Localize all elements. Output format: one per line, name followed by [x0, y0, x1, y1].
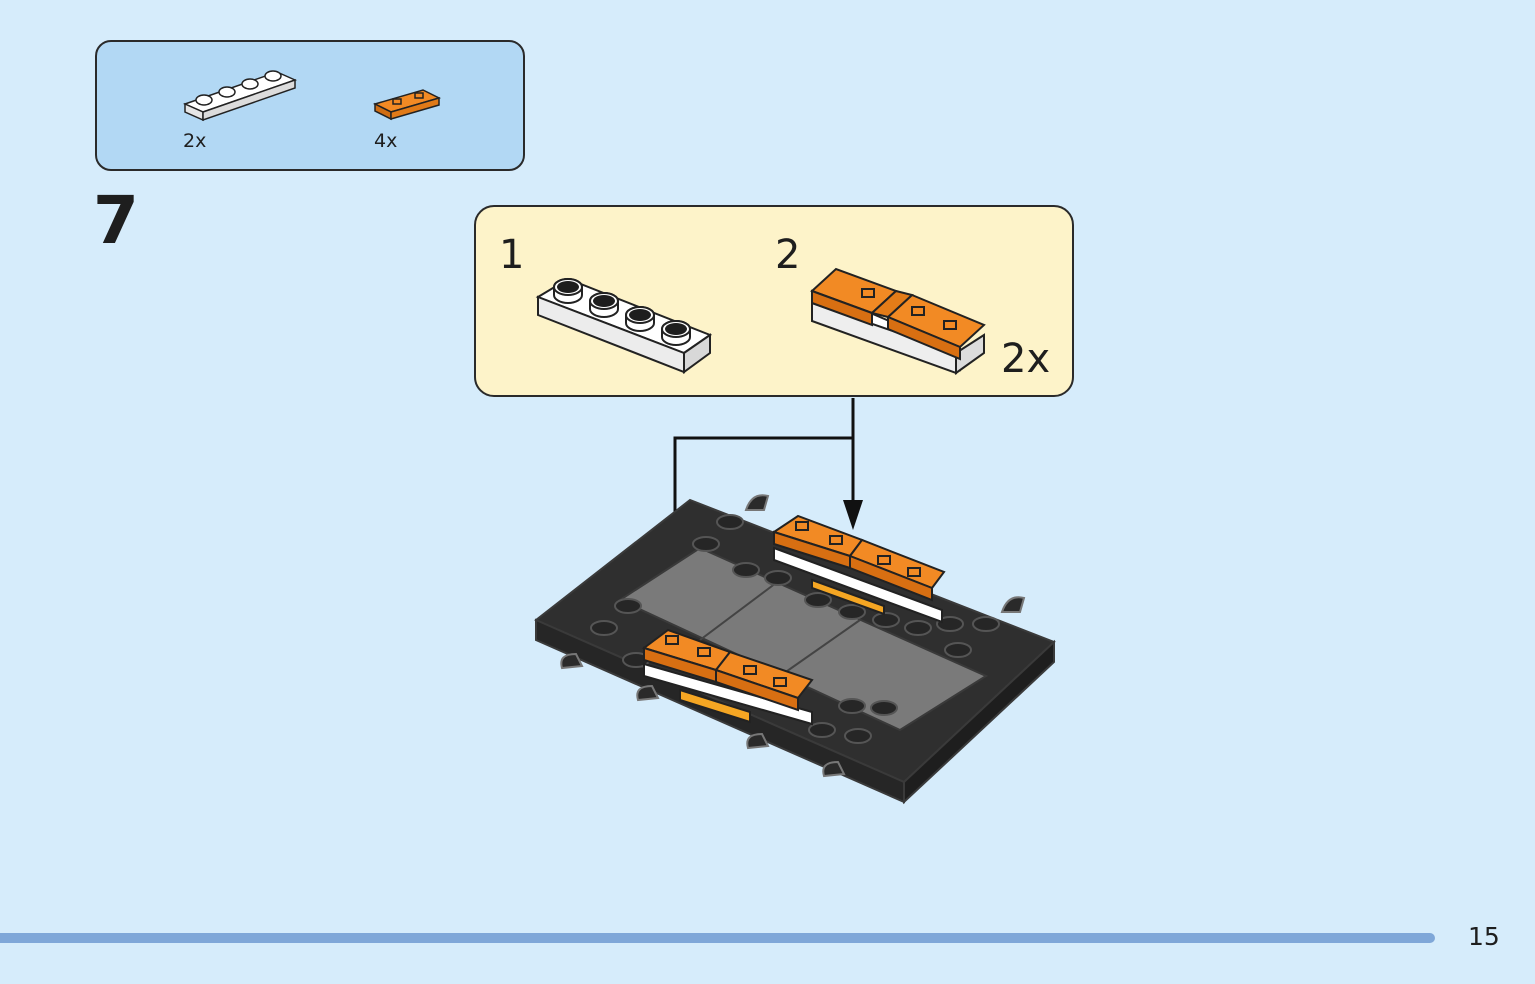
vehicle-base-assembly	[534, 494, 1056, 805]
sub-step-1-label: 1	[499, 232, 525, 278]
sub-assembly-illustration	[535, 267, 986, 375]
sub-assembly-multiplier: 2x	[1001, 336, 1051, 382]
sub-step-2-label: 2	[775, 232, 801, 278]
page-number: 15	[1468, 922, 1500, 951]
arrow-heads	[665, 500, 863, 618]
step-number: 7	[93, 182, 139, 259]
upper-orange-tile-assembly	[771, 514, 946, 624]
parts-illustration	[182, 70, 442, 122]
assembly-arrows	[673, 398, 855, 595]
orange-1x2-tile-icon	[372, 89, 442, 121]
sub-assembly-box: 1 2 2x	[474, 205, 1074, 397]
part-quantity-tile: 4x	[374, 130, 398, 152]
lower-orange-tile-assembly	[641, 628, 814, 726]
white-plate-icon	[535, 277, 713, 374]
orange-tiles-icon	[810, 267, 986, 375]
footer-progress-bar	[0, 933, 1435, 943]
part-quantity-plate: 2x	[183, 130, 207, 152]
parts-list-box: 2x 4x	[95, 40, 525, 171]
white-1x4-plate-icon	[182, 70, 298, 122]
